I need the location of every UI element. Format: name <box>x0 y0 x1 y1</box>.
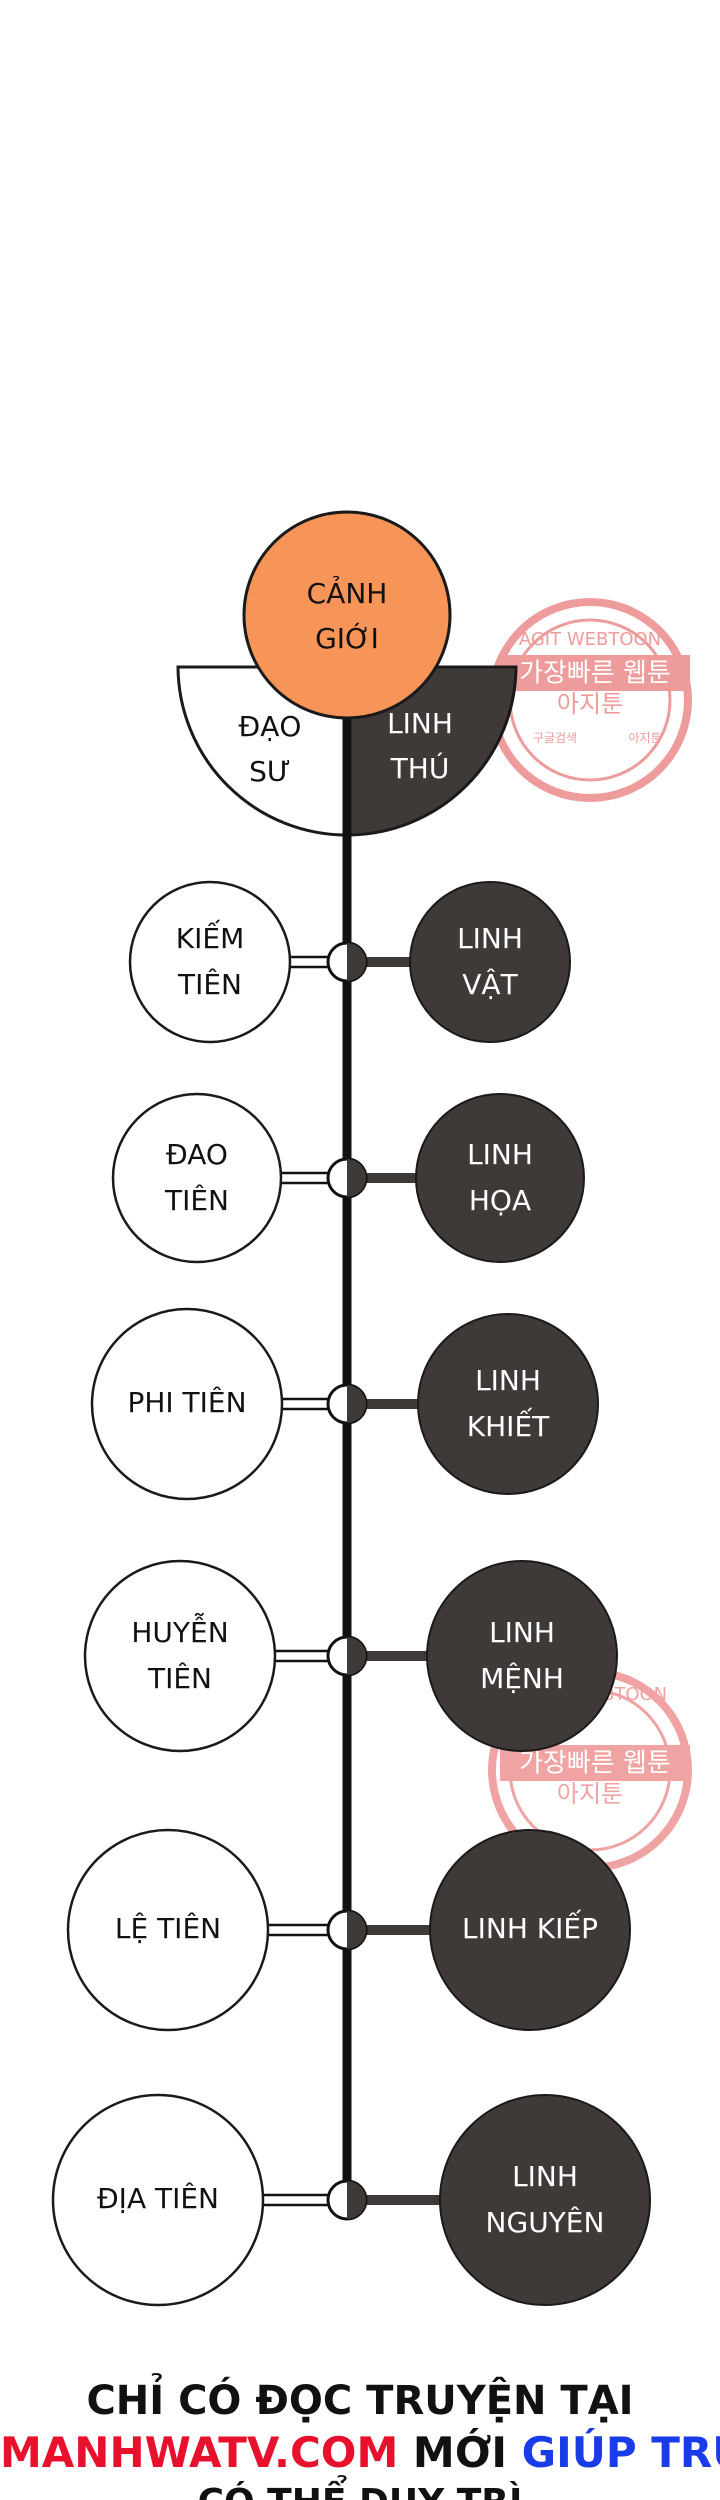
left-node-label: ĐAO <box>166 1138 228 1171</box>
right-node: LINH HỌA <box>415 1093 585 1263</box>
realm-row: KIẾM TIÊN LINH VẬT <box>128 880 571 1044</box>
footer-help-text: GIÚP TRUYỆN <box>521 2428 720 2477</box>
junction-dot <box>326 1635 368 1677</box>
left-node: ĐAO TIÊN <box>111 1092 283 1264</box>
left-node-label: TIÊN <box>164 1183 229 1217</box>
right-node: LINH KHIẾT <box>417 1313 599 1495</box>
realm-row: ĐAO TIÊN LINH HỌA <box>111 1092 585 1264</box>
left-node-label: PHI TIÊN <box>127 1385 246 1419</box>
svg-text:아지툰: 아지툰 <box>628 731 661 745</box>
right-node-label: LINH <box>489 1616 555 1649</box>
left-node-label: KIẾM <box>176 918 244 955</box>
svg-text:SƯ: SƯ <box>249 755 291 788</box>
right-node-label: MỆNH <box>480 1661 564 1695</box>
junction-dot <box>326 1909 368 1951</box>
svg-text:AGIT WEBTOON: AGIT WEBTOON <box>519 629 661 650</box>
footer-line-3: CÓ THỂ DUY TRÌ <box>0 2482 720 2500</box>
junction-dot <box>326 1383 368 1425</box>
right-node-label: LINH <box>457 922 523 955</box>
left-connector <box>281 1171 330 1185</box>
footer-site-name: MANHWATV.COM <box>0 2428 399 2477</box>
right-node-label: LINH <box>467 1138 533 1171</box>
realm-row: PHI TIÊN LINH KHIẾT <box>90 1307 599 1501</box>
svg-text:GIỚI: GIỚI <box>315 621 379 655</box>
right-node-label: LINH KIẾP <box>462 1908 598 1945</box>
left-node-label: TIÊN <box>177 967 242 1001</box>
svg-text:가장빠른 웹툰: 가장빠른 웹툰 <box>519 1749 671 1779</box>
left-node: ĐỊA TIÊN <box>51 2093 265 2307</box>
svg-text:LINH: LINH <box>387 707 453 740</box>
svg-text:ĐẠO: ĐẠO <box>239 710 302 743</box>
right-node: LINH MỆNH <box>426 1560 618 1752</box>
junction-dot <box>326 941 368 983</box>
left-connector <box>290 955 330 969</box>
left-node: KIẾM TIÊN <box>128 880 292 1044</box>
left-node: HUYỄN TIÊN <box>83 1559 277 1753</box>
realm-row: HUYỄN TIÊN LINH MỆNH <box>83 1559 618 1753</box>
top-node-canh-gioi: CẢNH GIỚI <box>242 510 452 720</box>
left-connector <box>282 1397 330 1411</box>
footer-mid-text: MỚI <box>398 2428 522 2477</box>
right-node-label: NGUYÊN <box>486 2205 605 2239</box>
right-node-label: LINH <box>512 2160 578 2193</box>
right-node-label: LINH <box>475 1364 541 1397</box>
right-node-label: HỌA <box>469 1184 531 1217</box>
left-node-label: TIÊN <box>147 1661 212 1695</box>
watermark-stamp: AGIT WEBTOON 가장빠른 웹툰 아지툰 구글검색 아지툰 <box>488 598 692 802</box>
left-node-label: LỆ TIÊN <box>115 1911 221 1945</box>
svg-text:구글검색: 구글검색 <box>533 731 577 745</box>
svg-text:아지툰: 아지툰 <box>557 1780 623 1808</box>
svg-text:THÚ: THÚ <box>390 751 450 785</box>
right-node: LINH NGUYÊN <box>439 2094 651 2306</box>
svg-text:아지툰: 아지툰 <box>557 690 623 718</box>
svg-text:가장빠른 웹툰: 가장빠른 웹툰 <box>519 659 671 689</box>
realm-rows: KIẾM TIÊN LINH VẬT ĐAO TIÊN LINH HỌA PHI TIÊN LIN… <box>51 880 651 2307</box>
left-node-label: HUYỄN <box>131 1612 228 1649</box>
left-connector <box>275 1649 330 1663</box>
left-node: PHI TIÊN <box>90 1307 284 1501</box>
realm-row: LỆ TIÊN LINH KIẾP <box>66 1828 631 2032</box>
left-node-label: ĐỊA TIÊN <box>97 2181 219 2215</box>
left-connector <box>263 2193 330 2207</box>
junction-dot <box>326 1157 368 1199</box>
junction-dot <box>326 2179 368 2221</box>
right-node: LINH VẬT <box>409 881 571 1043</box>
right-node-label: VẬT <box>462 967 518 1001</box>
right-node-label: KHIẾT <box>467 1406 550 1443</box>
svg-text:CẢNH: CẢNH <box>307 575 388 610</box>
footer-line-2: MANHWATV.COM MỚI GIÚP TRUYỆN <box>0 2428 720 2477</box>
left-node: LỆ TIÊN <box>66 1828 270 2032</box>
left-connector <box>268 1923 330 1937</box>
realm-row: ĐỊA TIÊN LINH NGUYÊN <box>51 2093 651 2307</box>
right-node: LINH KIẾP <box>429 1829 631 2031</box>
footer-line-1: CHỈ CÓ ĐỌC TRUYỆN TẠI <box>86 2378 634 2424</box>
